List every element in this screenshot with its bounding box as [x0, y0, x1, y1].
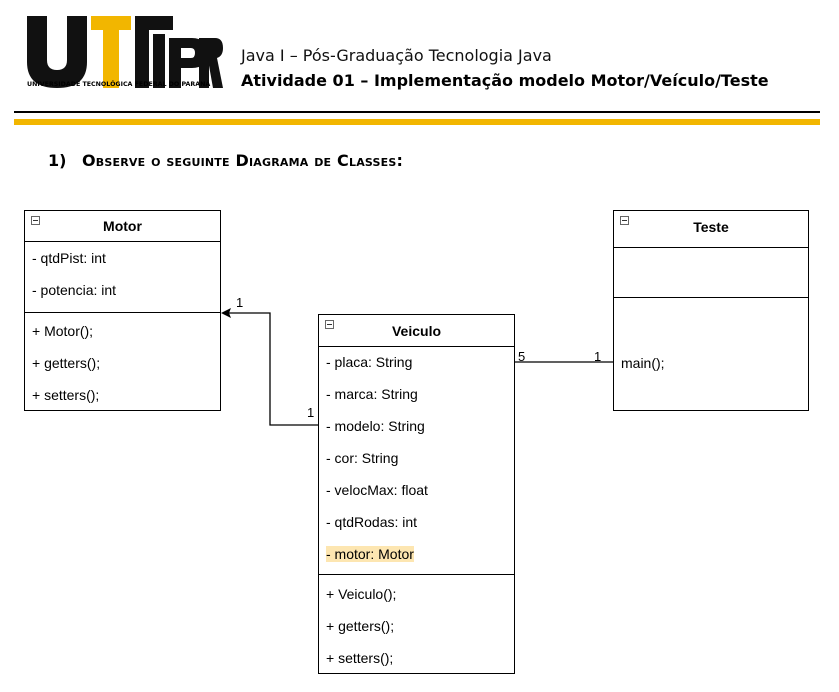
collapse-icon[interactable]	[325, 320, 334, 329]
multiplicity-teste-end: 1	[594, 349, 602, 364]
class-veiculo-name: Veiculo	[391, 323, 442, 339]
attribute-highlighted: - motor: Motor	[326, 546, 414, 562]
class-teste[interactable]: Teste main();	[613, 210, 809, 411]
association-veiculo-motor	[226, 312, 318, 426]
class-motor-attributes: - qtdPist: int - potencia: int	[25, 242, 220, 312]
class-teste-methods: main();	[614, 297, 808, 410]
utfpr-logo	[27, 16, 223, 88]
method: + Motor();	[32, 323, 94, 339]
activity-title: Atividade 01 – Implementação modelo Moto…	[241, 71, 769, 90]
class-motor-name: Motor	[103, 218, 142, 234]
class-teste-name: Teste	[693, 219, 729, 235]
attribute: - marca: String	[326, 386, 418, 402]
class-motor-methods: + Motor(); + getters(); + setters();	[25, 312, 220, 410]
multiplicity-veiculo-teste-end: 5	[518, 349, 526, 364]
attribute: - placa: String	[326, 354, 413, 370]
question-heading: 1) Observe o seguinte Diagrama de Classes…	[48, 151, 403, 170]
class-motor[interactable]: Motor - qtdPist: int - potencia: int + M…	[24, 210, 221, 411]
navigability-arrowhead	[221, 308, 231, 318]
question-text: Observe o seguinte Diagrama de Classes:	[82, 151, 404, 170]
method: + Veiculo();	[326, 586, 397, 602]
method: main();	[621, 355, 665, 371]
attribute: - velocMax: float	[326, 482, 428, 498]
collapse-icon[interactable]	[31, 216, 40, 225]
question-number: 1)	[48, 151, 67, 170]
class-veiculo-methods: + Veiculo(); + getters(); + setters();	[319, 574, 514, 673]
class-motor-header[interactable]: Motor	[25, 211, 220, 242]
class-teste-attributes	[614, 248, 808, 297]
attribute: - potencia: int	[32, 282, 117, 298]
method: + getters();	[32, 355, 101, 371]
header-accent-bar	[14, 119, 820, 125]
multiplicity-veiculo-motor-end: 1	[307, 405, 315, 420]
class-veiculo-attributes: - placa: String - marca: String - modelo…	[319, 347, 514, 574]
method: + getters();	[326, 618, 395, 634]
collapse-icon[interactable]	[620, 216, 629, 225]
attribute: - qtdRodas: int	[326, 514, 418, 530]
multiplicity-motor-end: 1	[236, 295, 244, 310]
header-divider	[14, 111, 820, 113]
class-veiculo-header[interactable]: Veiculo	[319, 315, 514, 347]
attribute: - qtdPist: int	[32, 250, 106, 266]
method: + setters();	[32, 387, 100, 403]
course-title: Java I – Pós-Graduação Tecnologia Java	[241, 46, 552, 65]
method: + setters();	[326, 650, 394, 666]
attribute: - cor: String	[326, 450, 399, 466]
class-teste-header[interactable]: Teste	[614, 211, 808, 248]
class-veiculo[interactable]: Veiculo - placa: String - marca: String …	[318, 314, 515, 674]
logo-caption: UNIVERSIDADE TECNOLÓGICA FEDERAL DO PARA…	[27, 81, 211, 88]
attribute: - modelo: String	[326, 418, 425, 434]
